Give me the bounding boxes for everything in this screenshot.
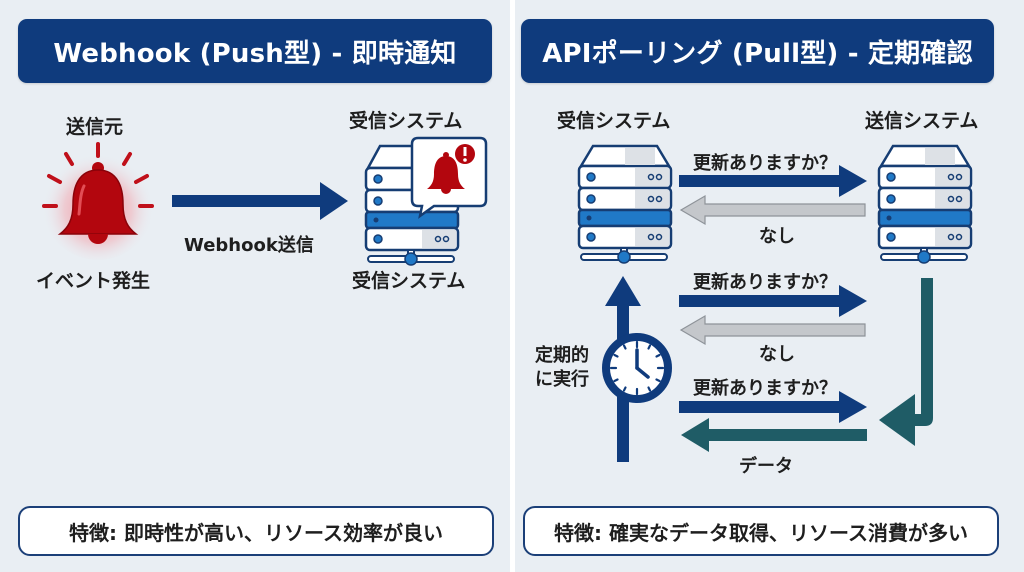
request-arrow-3	[679, 391, 867, 423]
loop-arrow-icon	[879, 278, 933, 446]
webhook-title: Webhook (Push型) - 即時通知	[18, 19, 492, 83]
response-arrow-2	[679, 314, 866, 346]
response-label-2: なし	[759, 344, 795, 365]
response-arrow-1	[679, 194, 866, 226]
polling-summary: 特徴: 確実なデータ取得、リソース消費が多い	[523, 506, 999, 556]
bell-alert-icon	[42, 142, 154, 260]
request-label-3: 更新ありますか？	[693, 378, 837, 399]
request-arrow-2	[679, 285, 867, 317]
webhook-summary: 特徴: 即時性が高い、リソース効率が良い	[18, 506, 494, 556]
webhook-send-label: Webhook送信	[184, 235, 314, 256]
clock-icon	[602, 333, 672, 403]
data-response-arrow	[681, 418, 867, 452]
sender-server-icon	[877, 144, 973, 264]
request-arrow-1	[679, 165, 867, 197]
webhook-panel: Webhook (Push型) - 即時通知 送信元 イベント発生	[0, 0, 510, 572]
server-system-label: 送信システム	[865, 110, 979, 132]
periodic-label: 定期的 に実行	[535, 344, 589, 392]
polling-title: APIポーリング (Pull型) - 定期確認	[521, 19, 994, 83]
sender-label: 送信元	[66, 116, 124, 138]
request-label-2: 更新ありますか？	[693, 272, 837, 293]
client-server-icon	[577, 144, 673, 264]
polling-panel: APIポーリング (Pull型) - 定期確認 受信システム 送信システム	[515, 0, 1024, 572]
request-label-1: 更新ありますか？	[693, 153, 837, 174]
periodic-label-line2: に実行	[535, 369, 589, 390]
data-response-label: データ	[739, 456, 793, 477]
response-label-1: なし	[759, 226, 795, 247]
periodic-label-line1: 定期的	[535, 345, 589, 366]
client-system-label: 受信システム	[557, 110, 671, 132]
notification-bubble-icon	[410, 136, 488, 219]
event-label: イベント発生	[36, 270, 151, 292]
receiver-label-bottom: 受信システム	[352, 270, 466, 292]
arrow-right-icon	[172, 182, 348, 220]
bell-icon	[427, 152, 465, 194]
receiver-label-top: 受信システム	[349, 110, 463, 132]
